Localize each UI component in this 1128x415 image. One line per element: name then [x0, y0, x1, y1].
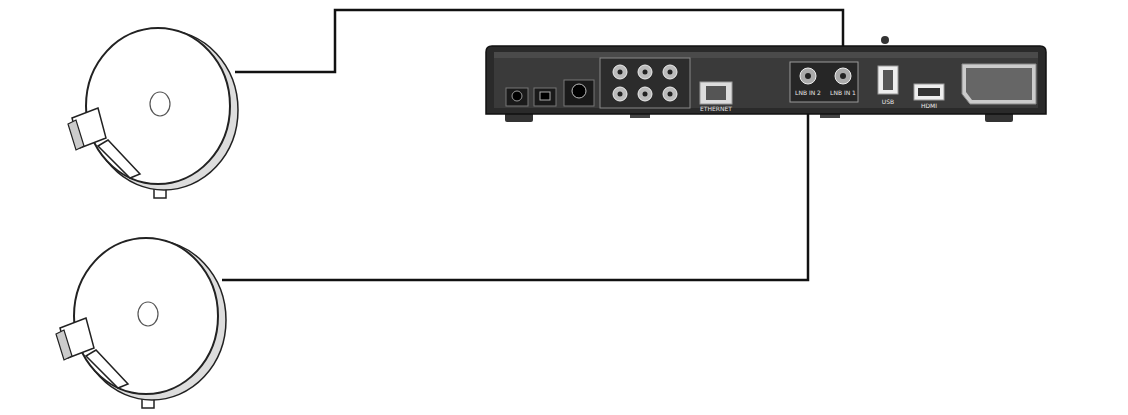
satellite-dish: [56, 238, 226, 408]
port-label: USB: [882, 98, 894, 105]
port-label: LNB IN 2: [795, 89, 821, 96]
receiver: [486, 36, 1046, 122]
port-label: ETHERNET: [700, 105, 732, 112]
satellite-dish: [68, 28, 238, 198]
port-label: LNB IN 1: [830, 89, 856, 96]
port-label: HDMI: [921, 102, 937, 109]
